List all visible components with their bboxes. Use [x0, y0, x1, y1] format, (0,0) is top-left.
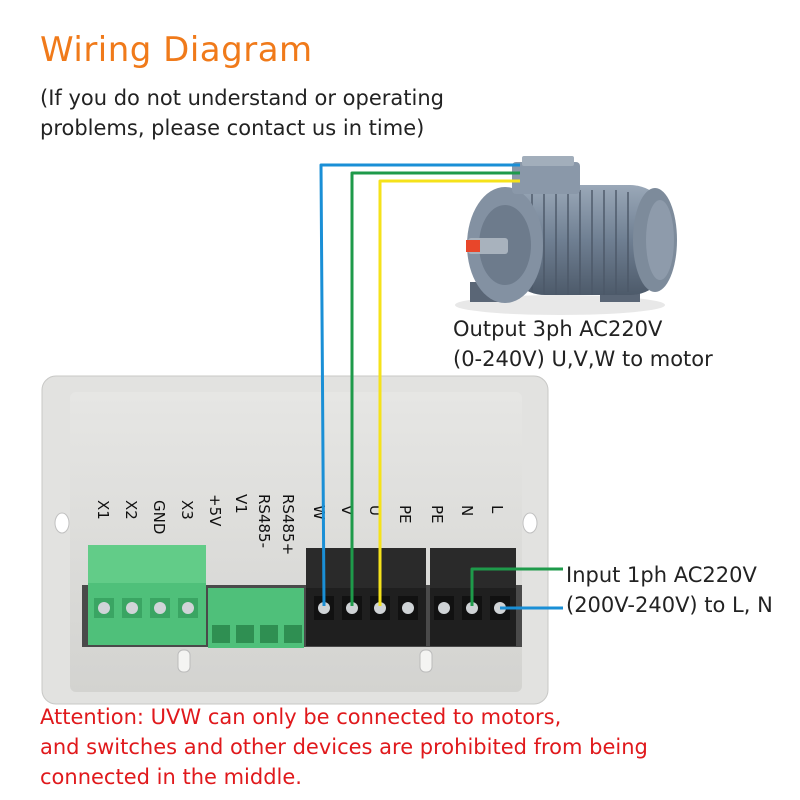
subtitle-line-1: (If you do not understand or operating — [40, 86, 444, 110]
terminal-label-v1: V1 — [232, 494, 250, 514]
terminal-label-v: V — [338, 505, 356, 516]
terminal-label-gnd: GND — [150, 500, 168, 534]
wire-n — [470, 567, 563, 606]
attention-line-2: and switches and other devices are prohi… — [40, 735, 648, 759]
input-label-line-1: Input 1ph AC220V — [566, 563, 757, 587]
wires — [319, 163, 563, 610]
terminal-label-u: U — [366, 505, 384, 516]
terminal-labels: X1 X2 GND X3 +5V V1 RS485- RS485+ W V U … — [94, 494, 506, 555]
wire-w — [319, 163, 520, 607]
terminal-label-w: W — [310, 505, 328, 520]
terminal-label-x1: X1 — [94, 500, 112, 520]
terminal-label-n: N — [458, 505, 476, 516]
page-title: Wiring Diagram — [40, 30, 313, 70]
subtitle-line-2: problems, please contact us in time) — [40, 116, 425, 140]
terminal-label-l: L — [488, 505, 506, 514]
terminal-label-x2: X2 — [122, 500, 140, 520]
wire-u — [378, 179, 520, 606]
terminal-label-5v: +5V — [206, 494, 224, 527]
input-label-line-2: (200V-240V) to L, N — [566, 593, 773, 617]
terminal-label-rs485-plus: RS485+ — [279, 494, 297, 555]
green-terminal-block-inputs — [88, 545, 206, 645]
green-terminal-block-comm — [208, 588, 304, 648]
motor-image — [455, 156, 677, 315]
output-label-line-1: Output 3ph AC220V — [453, 317, 663, 341]
terminal-label-pe-2: PE — [428, 505, 446, 524]
attention-line-1: Attention: UVW can only be connected to … — [40, 705, 562, 729]
black-terminal-block-motor — [306, 548, 426, 646]
output-label-line-2: (0-240V) U,V,W to motor — [453, 347, 713, 371]
terminal-label-x3: X3 — [178, 500, 196, 520]
terminal-label-rs485-minus: RS485- — [255, 494, 273, 548]
wire-v — [350, 171, 520, 606]
terminal-label-pe-1: PE — [396, 505, 414, 524]
attention-line-3: connected in the middle. — [40, 765, 302, 789]
